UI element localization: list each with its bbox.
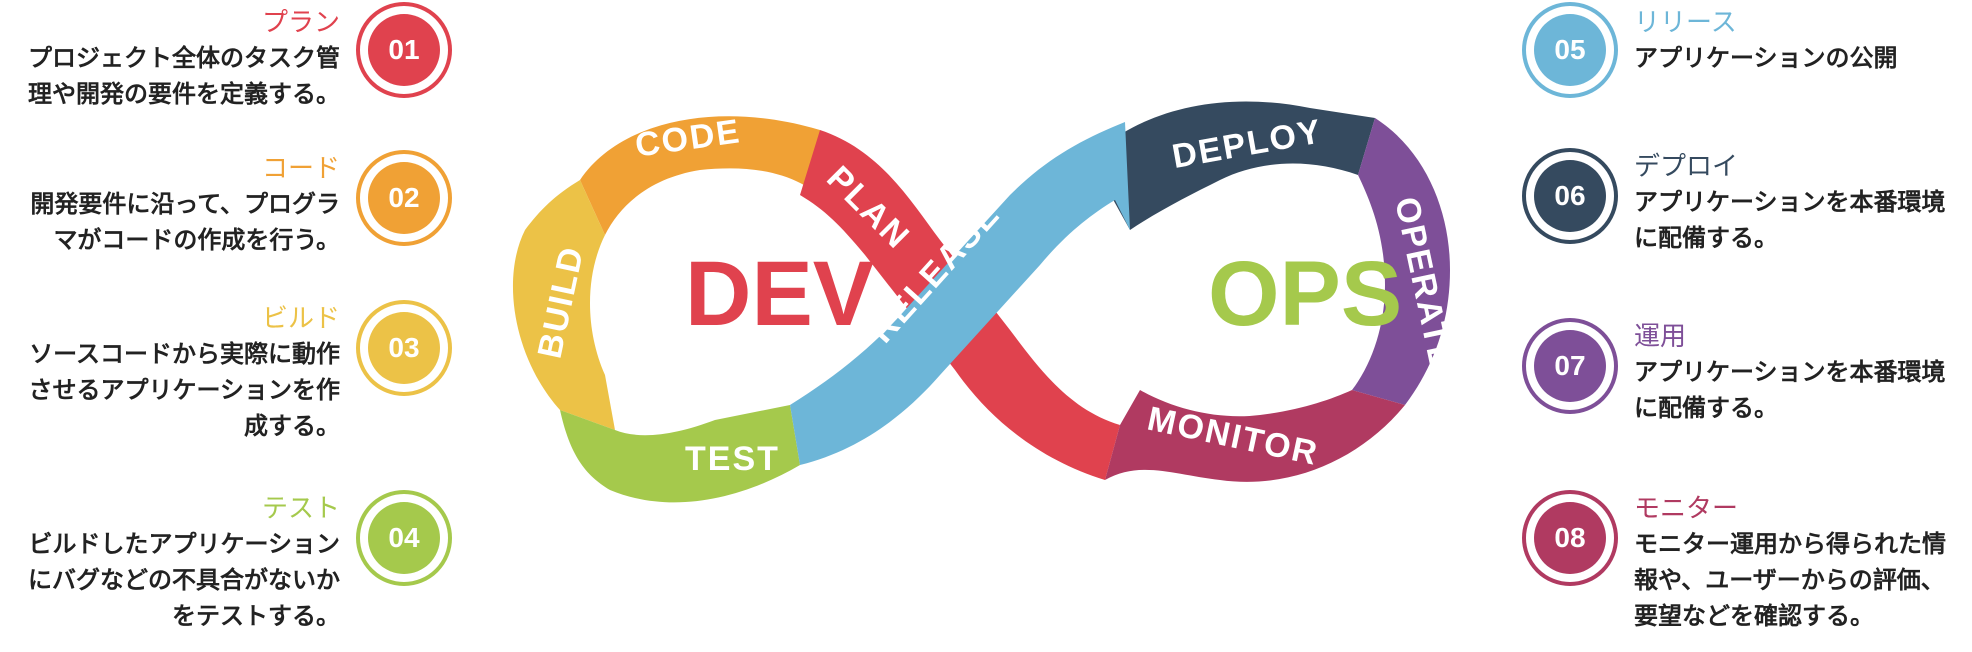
step-title: 運用 [1634, 322, 1687, 352]
step-desc: ビルドしたアプリケーション にバグなどの不具合がないか をテストする。 [28, 530, 340, 630]
step-badge-06: 06 [1522, 148, 1618, 244]
step-badge-03: 03 [356, 300, 452, 396]
step-desc: プロジェクト全体のタスク管 理や開発の要件を定義する。 [28, 44, 340, 108]
step-operate: 運用 アプリケーションを本番環境 に配備する。 [1634, 320, 1972, 426]
step-title: プラン [261, 8, 340, 38]
segment-release [790, 122, 1130, 465]
ops-label: OPS [1208, 243, 1402, 345]
step-title: ビルド [261, 304, 340, 334]
devops-infinity-diagram: DEV OPS CODE BUILD TEST PLAN RELEASE DEP… [512, 101, 1461, 503]
segment-label-test: TEST [685, 440, 780, 478]
segment-code [580, 116, 855, 235]
segment-operate [1352, 118, 1450, 405]
segment-deploy [1090, 101, 1375, 230]
segment-monitor [1105, 390, 1405, 482]
step-code: コード 開発要件に沿って、プログラ マがコードの作成を行う。 [0, 152, 340, 258]
step-desc: アプリケーションを本番環境 に配備する。 [1634, 358, 1946, 422]
step-desc: 開発要件に沿って、プログラ マがコードの作成を行う。 [30, 190, 340, 254]
step-title: コード [261, 154, 340, 184]
step-plan: プラン プロジェクト全体のタスク管 理や開発の要件を定義する。 [0, 6, 340, 112]
dev-label: DEV [685, 243, 874, 345]
step-desc: モニター運用から得られた情 報や、ユーザーからの評価、 要望などを確認する。 [1634, 530, 1946, 630]
step-badge-07: 07 [1522, 318, 1618, 414]
step-badge-05: 05 [1522, 2, 1618, 98]
step-badge-01: 01 [356, 2, 452, 98]
step-title: デプロイ [1634, 152, 1739, 182]
step-monitor: モニター モニター運用から得られた情 報や、ユーザーからの評価、 要望などを確認… [1634, 492, 1972, 634]
step-build: ビルド ソースコードから実際に動作 させるアプリケーションを作 成する。 [0, 302, 340, 444]
step-badge-04: 04 [356, 490, 452, 586]
step-title: テスト [261, 494, 340, 524]
segment-test [560, 405, 800, 503]
step-title: モニター [1634, 494, 1739, 524]
segment-build [512, 180, 615, 430]
step-desc: ソースコードから実際に動作 させるアプリケーションを作 成する。 [28, 340, 340, 440]
step-desc: アプリケーションを本番環境 に配備する。 [1634, 188, 1946, 252]
step-badge-02: 02 [356, 150, 452, 246]
step-desc: アプリケーションの公開 [1634, 44, 1898, 72]
step-badge-08: 08 [1522, 490, 1618, 586]
step-title: リリース [1634, 8, 1737, 38]
step-deploy: デプロイ アプリケーションを本番環境 に配備する。 [1634, 150, 1972, 256]
step-test: テスト ビルドしたアプリケーション にバグなどの不具合がないか をテストする。 [0, 492, 340, 634]
step-release: リリース アプリケーションの公開 [1634, 6, 1972, 76]
